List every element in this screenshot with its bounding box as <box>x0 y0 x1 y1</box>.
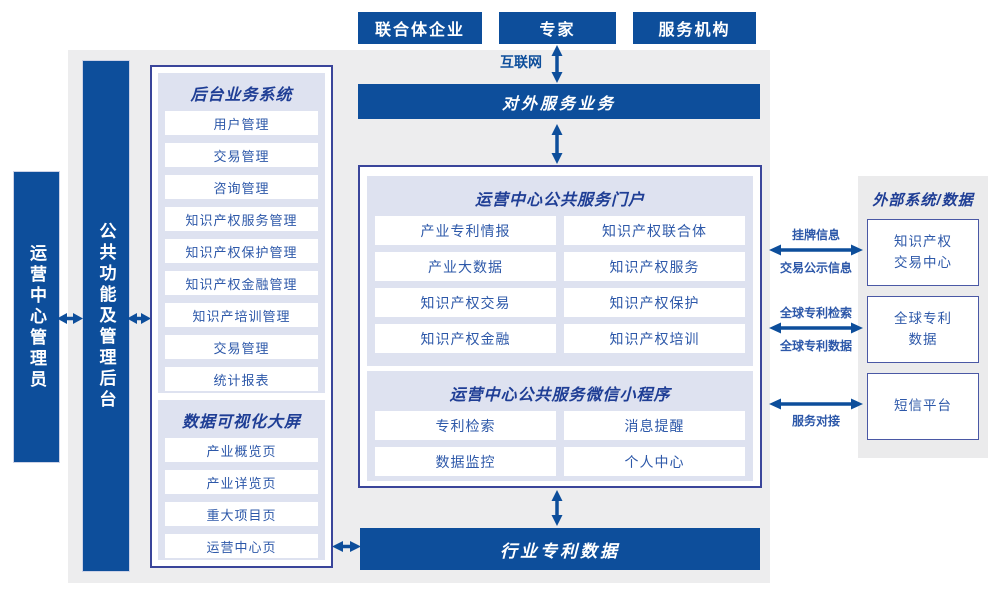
portal-item: 产业大数据 <box>375 252 556 281</box>
listing-info-double-arrow-icon <box>769 243 863 257</box>
external-box-ip-trade-center: 知识产权交易中心 <box>867 219 979 286</box>
backend-item: 交易管理 <box>165 335 318 359</box>
dataviz-item: 产业详览页 <box>165 470 318 494</box>
mini-program-item: 数据监控 <box>375 447 556 476</box>
mini-program-item: 个人中心 <box>564 447 745 476</box>
external-box-global-patent-data: 全球专利数据 <box>867 296 979 363</box>
portal-item: 知识产权服务 <box>564 252 745 281</box>
mini-program-title: 运营中心公共服务微信小程序 <box>449 387 671 404</box>
listing-info-label: 挂牌信息 <box>791 228 840 242</box>
backend-item: 咨询管理 <box>165 175 318 199</box>
portal-item: 知识产权交易 <box>375 288 556 317</box>
operation-center-admin-rail: 运营中心管理员 <box>13 171 60 463</box>
portal-item: 产业专利情报 <box>375 216 556 245</box>
backend-item: 交易管理 <box>165 143 318 167</box>
backend-item: 知识产培训管理 <box>165 303 318 327</box>
backend-item: 统计报表 <box>165 367 318 391</box>
common-backend-double-arrow-icon <box>127 312 151 325</box>
actor-box-consortium-enterprise: 联合体企业 <box>358 12 482 44</box>
dataviz-item: 运营中心页 <box>165 534 318 558</box>
dashboard-patent-double-arrow-icon <box>332 540 361 553</box>
backend-and-dashboard-container: 后台业务系统 用户管理 交易管理 咨询管理 知识产权服务管理 知识产权保护管理 … <box>150 65 333 568</box>
dataviz-item: 产业概览页 <box>165 438 318 462</box>
data-visualization-panel: 数据可视化大屏 产业概览页 产业详览页 重大项目页 运营中心页 <box>158 400 325 560</box>
portal-item: 知识产权联合体 <box>564 216 745 245</box>
admin-common-double-arrow-icon <box>57 312 83 325</box>
external-box-sms-platform: 短信平台 <box>867 373 979 440</box>
trade-publicity-label: 交易公示信息 <box>779 261 852 275</box>
service-portal-double-arrow-icon <box>550 124 564 164</box>
backend-item: 知识产权服务管理 <box>165 207 318 231</box>
data-visualization-title: 数据可视化大屏 <box>181 414 301 431</box>
backend-system-title: 后台业务系统 <box>190 87 293 104</box>
backend-item: 知识产权金融管理 <box>165 271 318 295</box>
service-connect-double-arrow-icon <box>769 397 863 411</box>
global-patent-data-label: 全球专利数据 <box>779 339 852 353</box>
external-systems-title: 外部系统/数据 <box>872 192 974 209</box>
industry-patent-data-bar: 行业专利数据 <box>360 528 760 570</box>
portal-item: 知识产权金融 <box>375 324 556 353</box>
public-service-portal-panel: 运营中心公共服务门户 产业专利情报 知识产权联合体 产业大数据 知识产权服务 知… <box>367 176 753 366</box>
global-patent-search-label: 全球专利检索 <box>779 306 852 320</box>
actor-box-service-organization: 服务机构 <box>633 12 756 44</box>
internet-label: 互联网 <box>500 54 542 70</box>
internet-double-arrow-icon <box>550 45 564 83</box>
wechat-mini-program-panel: 运营中心公共服务微信小程序 专利检索 消息提醒 数据监控 个人中心 <box>367 371 753 481</box>
portal-item: 知识产权培训 <box>564 324 745 353</box>
mini-program-item: 专利检索 <box>375 411 556 440</box>
common-function-backend-rail: 公共功能及管理后台 <box>82 60 130 572</box>
portal-patent-double-arrow-icon <box>550 490 564 526</box>
actor-box-expert: 专家 <box>499 12 616 44</box>
service-connect-label: 服务对接 <box>791 414 840 428</box>
public-service-container: 运营中心公共服务门户 产业专利情报 知识产权联合体 产业大数据 知识产权服务 知… <box>358 165 762 488</box>
backend-system-panel: 后台业务系统 用户管理 交易管理 咨询管理 知识产权服务管理 知识产权保护管理 … <box>158 73 325 393</box>
backend-item: 用户管理 <box>165 111 318 135</box>
portal-item: 知识产权保护 <box>564 288 745 317</box>
portal-title: 运营中心公共服务门户 <box>474 192 645 209</box>
backend-item: 知识产权保护管理 <box>165 239 318 263</box>
dataviz-item: 重大项目页 <box>165 502 318 526</box>
global-patent-double-arrow-icon <box>769 321 863 335</box>
external-service-bar: 对外服务业务 <box>358 84 760 119</box>
mini-program-item: 消息提醒 <box>564 411 745 440</box>
